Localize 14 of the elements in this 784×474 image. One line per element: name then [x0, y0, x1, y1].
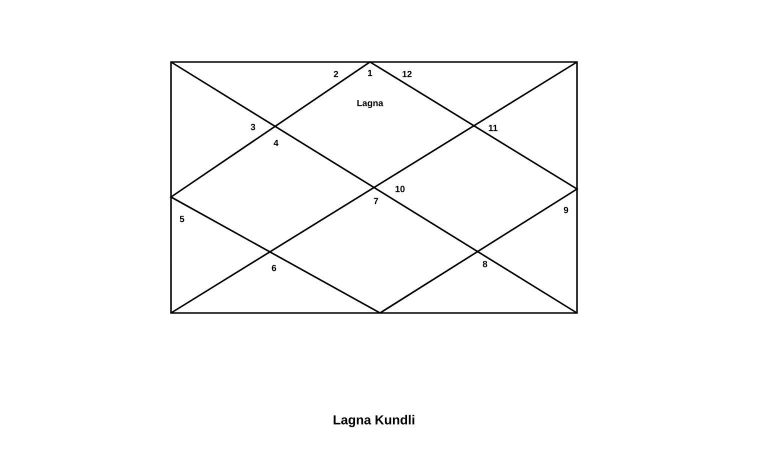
house-number: 3	[250, 124, 256, 130]
house-number: 2	[334, 70, 338, 78]
house-label: Lagna	[357, 100, 384, 108]
house-number: 9	[564, 206, 568, 214]
house-number: 10	[396, 186, 405, 192]
house-number: 11	[488, 124, 498, 132]
caption: Lagna Kundli	[334, 414, 414, 428]
house-number: 4	[274, 140, 278, 146]
house-number: 12	[402, 70, 412, 78]
house-number: 6	[272, 264, 276, 272]
house-number: 8	[482, 260, 488, 268]
house-number: 5	[180, 216, 184, 222]
house-number: 1	[368, 70, 372, 76]
house-number: 7	[374, 198, 378, 204]
